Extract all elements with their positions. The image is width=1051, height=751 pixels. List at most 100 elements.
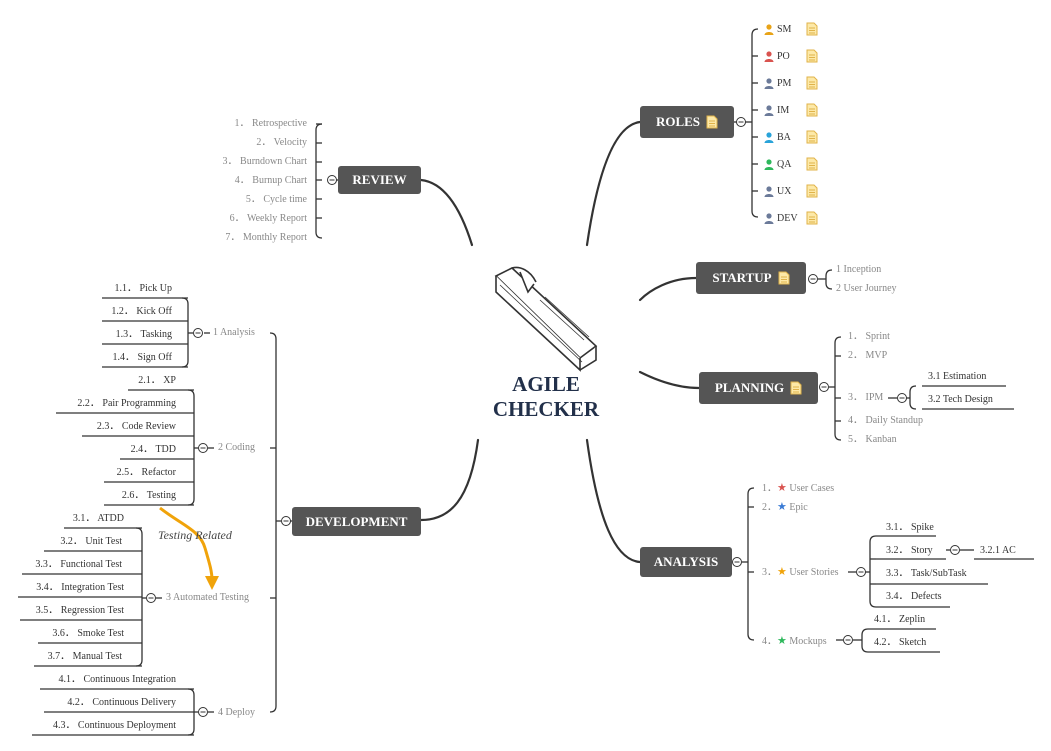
- note-icon: [806, 157, 818, 171]
- star-icon: ★: [777, 635, 787, 647]
- development-title: DEVELOPMENT: [305, 513, 408, 529]
- analysis-item-label: Epic: [789, 502, 808, 513]
- dev-coding-label[interactable]: 2 Coding: [218, 442, 255, 453]
- role-item[interactable]: BA: [764, 130, 818, 144]
- person-icon: [764, 185, 774, 197]
- planning-title: PLANNING: [714, 380, 785, 395]
- analysis-item[interactable]: 1．★ User Cases: [762, 482, 835, 494]
- story-child[interactable]: 3.4． Defects: [886, 591, 942, 602]
- central-title-line2: CHECKER: [492, 397, 600, 421]
- dev-analysis-label[interactable]: 1 Analysis: [213, 327, 255, 338]
- person-icon: [764, 131, 774, 143]
- dev-coding-child[interactable]: 2.6． Testing: [121, 490, 176, 501]
- dev-deploy-child[interactable]: 4.1． Continuous Integration: [58, 674, 177, 685]
- analysis-item[interactable]: 3．★ User Stories: [762, 566, 839, 578]
- role-label: UX: [777, 185, 792, 197]
- note-icon: [806, 184, 818, 198]
- star-icon: ★: [777, 482, 787, 494]
- review-item[interactable]: 5． Cycle time: [245, 194, 307, 205]
- dev-testing-label[interactable]: 3 Automated Testing: [166, 592, 249, 603]
- topic-analysis[interactable]: ANALYSIS: [640, 547, 732, 577]
- ipm-child[interactable]: 3.2 Tech Design: [928, 394, 993, 405]
- review-item[interactable]: 2． Velocity: [256, 137, 307, 148]
- book-icon: [494, 266, 598, 372]
- role-item[interactable]: PM: [764, 76, 818, 90]
- testing-related-callout[interactable]: Testing Related: [158, 528, 232, 542]
- role-item[interactable]: UX: [764, 184, 818, 198]
- topic-review[interactable]: REVIEW: [338, 166, 421, 194]
- dev-analysis-child[interactable]: 1.2． Kick Off: [111, 306, 172, 317]
- planning-item[interactable]: 3． IPM: [848, 392, 884, 403]
- analysis-item[interactable]: 4．★ Mockups: [762, 635, 827, 647]
- role-item[interactable]: SM: [764, 22, 818, 36]
- story-child[interactable]: 3.3． Task/SubTask: [886, 568, 967, 579]
- person-icon: [764, 50, 774, 62]
- role-label: PO: [777, 50, 790, 62]
- story-ac[interactable]: 3.2.1 AC: [980, 545, 1016, 556]
- dev-analysis-child[interactable]: 1.1． Pick Up: [114, 283, 173, 294]
- note-icon: [806, 49, 818, 63]
- startup-item[interactable]: 2 User Journey: [836, 283, 897, 294]
- note-icon: [806, 211, 818, 225]
- dev-coding-child[interactable]: 2.1． XP: [138, 375, 176, 386]
- note-icon: [806, 22, 818, 36]
- review-item[interactable]: 3． Burndown Chart: [222, 156, 307, 167]
- story-child[interactable]: 3.1． Spike: [886, 522, 934, 533]
- dev-coding-child[interactable]: 2.3． Code Review: [96, 421, 176, 432]
- planning-item[interactable]: 4． Daily Standup: [848, 415, 923, 426]
- note-icon: [790, 381, 802, 395]
- person-icon: [764, 104, 774, 116]
- role-item[interactable]: DEV: [764, 211, 818, 225]
- role-item[interactable]: QA: [764, 157, 818, 171]
- dev-testing-child[interactable]: 3.4． Integration Test: [36, 582, 124, 593]
- planning-item[interactable]: 5． Kanban: [848, 434, 897, 445]
- dev-testing-child[interactable]: 3.6． Smoke Test: [52, 628, 124, 639]
- planning-item[interactable]: 2． MVP: [848, 350, 888, 361]
- dev-testing-child[interactable]: 3.2． Unit Test: [60, 536, 122, 547]
- dev-testing-child[interactable]: 3.1． ATDD: [72, 513, 124, 524]
- role-label: IM: [777, 104, 790, 116]
- review-item[interactable]: 1． Retrospective: [234, 118, 307, 129]
- analysis-item-label: User Stories: [789, 567, 839, 578]
- mockup-child[interactable]: 4.1． Zeplin: [874, 614, 926, 625]
- note-icon: [806, 130, 818, 144]
- dev-testing-child[interactable]: 3.3． Functional Test: [35, 559, 122, 570]
- topic-planning[interactable]: PLANNING: [699, 372, 818, 404]
- role-label: QA: [777, 158, 792, 170]
- dev-testing-child[interactable]: 3.7． Manual Test: [47, 651, 122, 662]
- topic-startup[interactable]: STARTUP: [696, 262, 806, 294]
- role-label: DEV: [777, 212, 798, 224]
- central-topic[interactable]: AGILE CHECKER: [478, 372, 614, 422]
- startup-item[interactable]: 1 Inception: [836, 264, 882, 275]
- review-item[interactable]: 4． Burnup Chart: [234, 175, 307, 186]
- dev-analysis-child[interactable]: 1.4． Sign Off: [112, 352, 172, 363]
- role-label: SM: [777, 23, 792, 35]
- role-label: PM: [777, 77, 792, 89]
- analysis-item-label: Mockups: [789, 636, 827, 647]
- topic-development[interactable]: DEVELOPMENT: [292, 507, 421, 536]
- topic-roles[interactable]: ROLES: [640, 106, 734, 138]
- analysis-item[interactable]: 2．★ Epic: [762, 501, 808, 513]
- person-icon: [764, 158, 774, 170]
- dev-deploy-child[interactable]: 4.3． Continuous Deployment: [52, 720, 176, 731]
- mockup-child[interactable]: 4.2． Sketch: [874, 637, 927, 648]
- dev-coding-child[interactable]: 2.4． TDD: [130, 444, 176, 455]
- planning-item[interactable]: 1． Sprint: [848, 331, 890, 342]
- dev-coding-child[interactable]: 2.2． Pair Programming: [77, 398, 176, 409]
- review-item[interactable]: 7． Monthly Report: [225, 232, 307, 243]
- star-icon: ★: [777, 566, 787, 578]
- dev-deploy-label[interactable]: 4 Deploy: [218, 707, 255, 718]
- dev-analysis-child[interactable]: 1.3． Tasking: [115, 329, 172, 340]
- person-icon: [764, 23, 774, 35]
- dev-coding-child[interactable]: 2.5． Refactor: [116, 467, 176, 478]
- story-child[interactable]: 3.2． Story: [886, 545, 933, 556]
- note-icon: [806, 103, 818, 117]
- startup-title: STARTUP: [712, 270, 772, 285]
- ipm-child[interactable]: 3.1 Estimation: [928, 371, 987, 382]
- review-item[interactable]: 6． Weekly Report: [229, 213, 307, 224]
- role-item[interactable]: IM: [764, 103, 818, 117]
- dev-testing-child[interactable]: 3.5． Regression Test: [35, 605, 124, 616]
- role-item[interactable]: PO: [764, 49, 818, 63]
- dev-deploy-child[interactable]: 4.2． Continuous Delivery: [67, 697, 176, 708]
